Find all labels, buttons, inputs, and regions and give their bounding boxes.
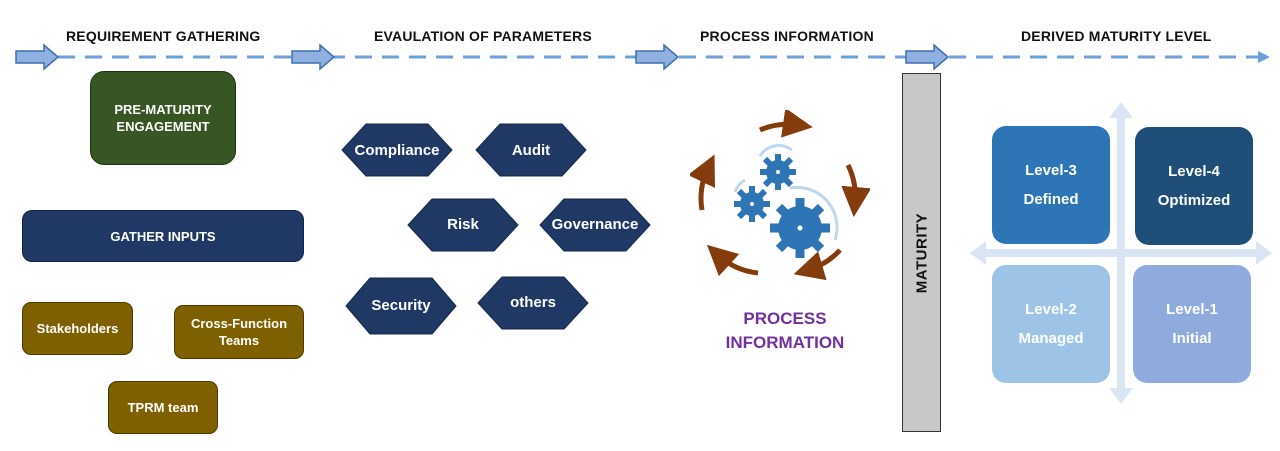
process-label-line-2: INFORMATION [725, 333, 845, 352]
level-name: Level-4 [1168, 163, 1220, 180]
hexagon-risk [407, 198, 519, 252]
parameter-hexagons [341, 123, 651, 335]
hexagon-label-compliance: Compliance [354, 142, 440, 159]
hexagon-security [345, 277, 457, 335]
level-2-managed-box: Level-2 Managed [992, 265, 1110, 383]
hexagon-governance [539, 198, 651, 252]
block-arrow-icon [635, 43, 680, 71]
cross-function-teams-box: Cross-Function Teams [174, 305, 304, 359]
level-desc: Managed [1018, 330, 1084, 347]
gear-icon [734, 186, 770, 222]
level-3-defined-box: Level-3 Defined [992, 126, 1110, 244]
maturity-bar: MATURITY [902, 73, 941, 432]
level-4-optimized-box: Level-4 Optimized [1135, 127, 1253, 245]
stage-label-derived-maturity-level: DERIVED MATURITY LEVEL [1021, 28, 1212, 44]
process-information-label: PROCESS INFORMATION [700, 307, 870, 355]
hexagon-label-security: Security [371, 297, 431, 314]
block-arrow-icon [905, 43, 950, 71]
hexagon-others [477, 276, 589, 330]
stage-label-requirement-gathering: REQUIREMENT GATHERING [66, 28, 261, 44]
hexagon-compliance [341, 123, 453, 177]
process-gears-illustration [690, 110, 870, 281]
process-timeline [15, 43, 1270, 71]
gear-icon [770, 198, 830, 258]
level-desc: Defined [1023, 191, 1079, 208]
stage-label-process-information: PROCESS INFORMATION [700, 28, 874, 44]
curved-arrow-icon [690, 110, 870, 281]
level-name: Level-1 [1166, 301, 1218, 318]
gear-icon [760, 154, 796, 190]
level-desc: Initial [1172, 330, 1212, 347]
hexagon-label-governance: Governance [551, 216, 639, 233]
maturity-axis-label: MATURITY [913, 212, 930, 293]
hexagon-label-others: others [510, 294, 556, 311]
block-arrow-icon [15, 43, 60, 71]
hexagon-audit [475, 123, 587, 177]
hexagon-label-audit: Audit [511, 142, 551, 159]
process-label-line-1: PROCESS [743, 309, 827, 328]
level-desc: Optimized [1157, 192, 1231, 209]
maturity-quadrant-axes [970, 102, 1272, 404]
gather-inputs-box: GATHER INPUTS [22, 210, 304, 262]
stakeholders-box: Stakeholders [22, 302, 133, 355]
stage-label-evaluation-of-parameters: EVAULATION OF PARAMETERS [374, 28, 592, 44]
pre-maturity-engagement-box: PRE-MATURITY ENGAGEMENT [90, 71, 236, 165]
level-name: Level-2 [1025, 301, 1077, 318]
hexagon-label-risk: Risk [447, 216, 479, 233]
level-1-initial-box: Level-1 Initial [1133, 265, 1251, 383]
tprm-team-box: TPRM team [108, 381, 218, 434]
level-name: Level-3 [1025, 162, 1077, 179]
block-arrow-icon [291, 43, 336, 71]
